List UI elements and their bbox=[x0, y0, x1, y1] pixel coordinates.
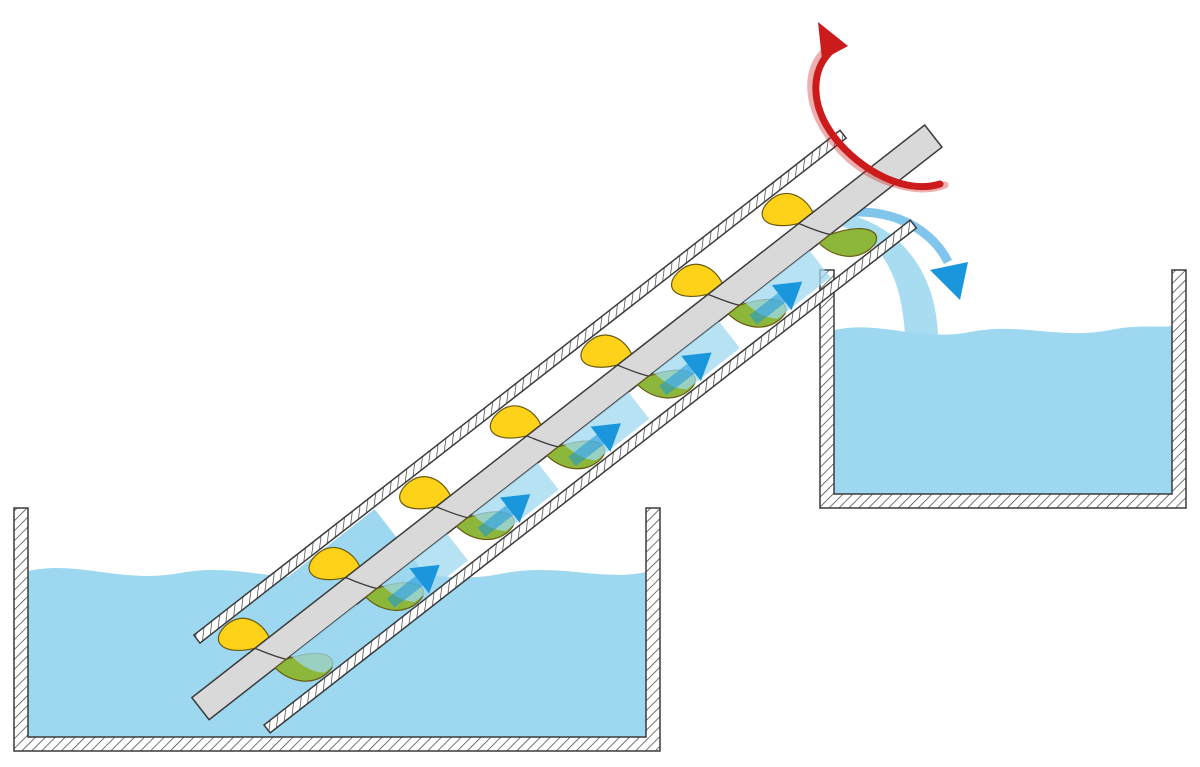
flow-arrow-shaft bbox=[659, 362, 697, 396]
flow-arrow-head bbox=[771, 281, 803, 311]
rotation-arrow-head bbox=[818, 22, 848, 60]
screw-blade-upper bbox=[217, 617, 270, 651]
screw-spiral-edge bbox=[617, 364, 649, 377]
rotation-arrow-body bbox=[812, 46, 944, 191]
flow-arrow-shaft bbox=[568, 433, 606, 467]
screw-blade-upper bbox=[671, 263, 723, 297]
upper-tank bbox=[819, 269, 1187, 509]
outflow-arrow-head bbox=[930, 262, 968, 300]
screw-shaft bbox=[190, 123, 944, 721]
tube-wall-lower bbox=[262, 219, 918, 734]
tube-wall-upper bbox=[192, 129, 848, 645]
water-pocket bbox=[291, 604, 378, 673]
screw-spiral-edge bbox=[435, 506, 468, 519]
screw-spiral-edge bbox=[254, 647, 287, 660]
screw-blade-lower bbox=[818, 228, 878, 257]
screw-spiral-edge bbox=[526, 435, 559, 448]
screw-blade-upper bbox=[399, 476, 452, 510]
screw-blade-upper bbox=[580, 334, 633, 368]
flow-arrow-head bbox=[409, 564, 440, 594]
screw-blade-upper bbox=[761, 193, 814, 227]
flow-arrow-head bbox=[590, 423, 621, 452]
flow-arrow-shaft bbox=[477, 504, 516, 537]
lower-tank-wall bbox=[13, 507, 661, 752]
upper-tank-wall bbox=[819, 269, 1187, 509]
screw-blade-upper bbox=[308, 547, 361, 581]
screw-spiral-edge bbox=[798, 222, 831, 236]
flow-arrows bbox=[387, 281, 803, 608]
rotation-arrow bbox=[807, 22, 949, 193]
screw-spiral-edge bbox=[345, 576, 378, 590]
screw-assembly bbox=[190, 123, 944, 734]
screw-spiral-edge bbox=[707, 293, 740, 306]
flow-arrow-head bbox=[681, 352, 712, 382]
upper-tank-water bbox=[834, 326, 1172, 494]
flow-arrow-shaft bbox=[387, 574, 425, 608]
flow-arrow-head bbox=[499, 494, 531, 523]
screw-blade-upper bbox=[489, 405, 542, 439]
flow-arrow-shaft bbox=[749, 291, 787, 325]
screw-blades-back bbox=[217, 193, 814, 651]
